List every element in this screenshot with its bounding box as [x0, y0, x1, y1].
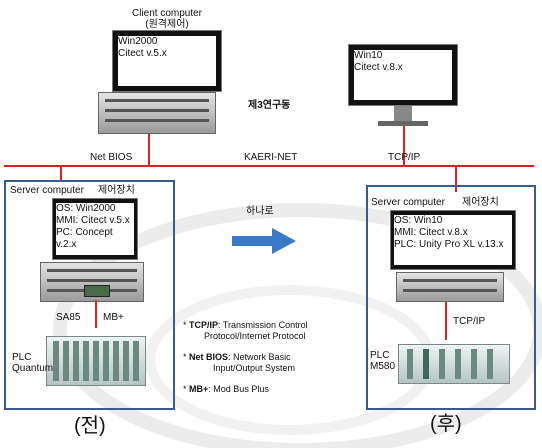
arrow-label: 하나로	[246, 206, 274, 217]
note-line2: Input/Output System	[213, 363, 296, 373]
before-link-left-label: SA85	[56, 312, 81, 323]
remote-monitor: Win10 Citect v.8.x	[348, 44, 458, 106]
after-screen-line2: MMI: Citect v.8.x	[394, 227, 468, 238]
before-screen-line3: PC: Concept v.2.x	[56, 227, 113, 250]
remote-screen-line2: Citect v.8.x	[354, 62, 403, 73]
after-link-label: TCP/IP	[453, 316, 486, 327]
note-mbplus: * MB+: Mod Bus Plus	[183, 384, 269, 395]
note-line2: Protocol/Internet Protocol	[204, 331, 306, 341]
after-monitor: OS: Win10 MMI: Citect v.8.x PLC: Unity P…	[390, 210, 516, 270]
client-screen-line1: Win2000	[118, 36, 158, 47]
remote-screen: Win10 Citect v.8.x	[354, 50, 452, 100]
before-caption: (전)	[74, 415, 106, 437]
remote-stand-base	[378, 121, 428, 126]
after-plc-label: PLC M580	[370, 350, 395, 372]
before-plc-line2: Quantum	[12, 363, 54, 374]
before-screen-line2: MMI: Citect v.5.x	[56, 215, 130, 226]
tcpip-label: TCP/IP	[388, 152, 421, 163]
client-screen: Win2000 Citect v.5.x	[118, 36, 216, 86]
after-network-link	[455, 166, 457, 192]
after-pc-chassis	[396, 272, 504, 302]
note-bullet: *	[183, 384, 187, 394]
after-tcpip-link	[445, 302, 447, 340]
client-network-link	[148, 134, 150, 166]
after-screen-line3: PLC: Unity Pro XL v.13.x	[394, 239, 504, 250]
netbios-label: Net BIOS	[90, 152, 133, 163]
after-plc-line1: PLC	[370, 350, 390, 361]
after-plc-line2: M580	[370, 361, 396, 372]
note-tcpip: * TCP/IP: Transmission Control Protocol/…	[183, 320, 308, 342]
after-screen: OS: Win10 MMI: Citect v.8.x PLC: Unity P…	[394, 215, 512, 265]
after-caption: (후)	[430, 413, 462, 435]
client-title-line1: Client computer	[131, 8, 203, 19]
before-screen-line1: OS: Win2000	[56, 203, 116, 214]
before-link-right-label: MB+	[103, 312, 124, 323]
note-netbios: * Net BIOS: Network Basic Input/Output S…	[183, 352, 295, 374]
before-mb-link	[95, 300, 97, 328]
transition-arrow-icon	[232, 228, 296, 254]
before-controller-label: 제어장치	[98, 185, 135, 196]
before-server-panel	[4, 180, 175, 410]
client-title: Client computer (원격제어)	[112, 8, 222, 30]
note-bullet: *	[183, 320, 187, 330]
kaeri-network-line	[4, 165, 534, 167]
note-line1: : Mod Bus Plus	[208, 384, 269, 394]
after-controller-label: 제어장치	[462, 197, 499, 208]
client-screen-line2: Citect v.5.x	[118, 48, 167, 59]
client-pc-chassis	[98, 92, 216, 134]
before-pc-chassis	[40, 262, 144, 302]
before-plc-line1: PLC	[12, 352, 32, 363]
note-term: MB+	[189, 384, 209, 394]
before-plc-label: PLC Quantum	[12, 352, 53, 374]
remote-network-link	[403, 126, 405, 166]
sa85-card	[84, 285, 110, 297]
note-bullet: *	[183, 352, 187, 362]
remote-screen-line1: Win10	[354, 50, 383, 61]
after-screen-line1: OS: Win10	[394, 215, 443, 226]
lab-label: 제3연구동	[248, 100, 291, 111]
kaeri-net-label: KAERI-NET	[244, 152, 298, 163]
m580-plc-rack	[398, 344, 510, 384]
before-monitor: OS: Win2000 MMI: Citect v.5.x PC: Concep…	[52, 198, 138, 260]
quantum-plc-rack	[46, 336, 146, 386]
before-network-link	[60, 166, 62, 182]
note-line1: : Transmission Control	[218, 320, 308, 330]
remote-stand	[394, 106, 412, 122]
after-server-panel	[366, 185, 536, 410]
client-title-line2: (원격제어)	[145, 19, 189, 30]
after-panel-title: Server computer	[371, 197, 445, 208]
before-screen: OS: Win2000 MMI: Citect v.5.x PC: Concep…	[56, 203, 134, 255]
note-line1: : Network Basic	[228, 352, 291, 362]
client-monitor: Win2000 Citect v.5.x	[112, 30, 222, 92]
before-panel-title: Server computer	[10, 185, 84, 196]
note-term: TCP/IP	[189, 320, 219, 330]
note-term: Net BIOS	[189, 352, 229, 362]
